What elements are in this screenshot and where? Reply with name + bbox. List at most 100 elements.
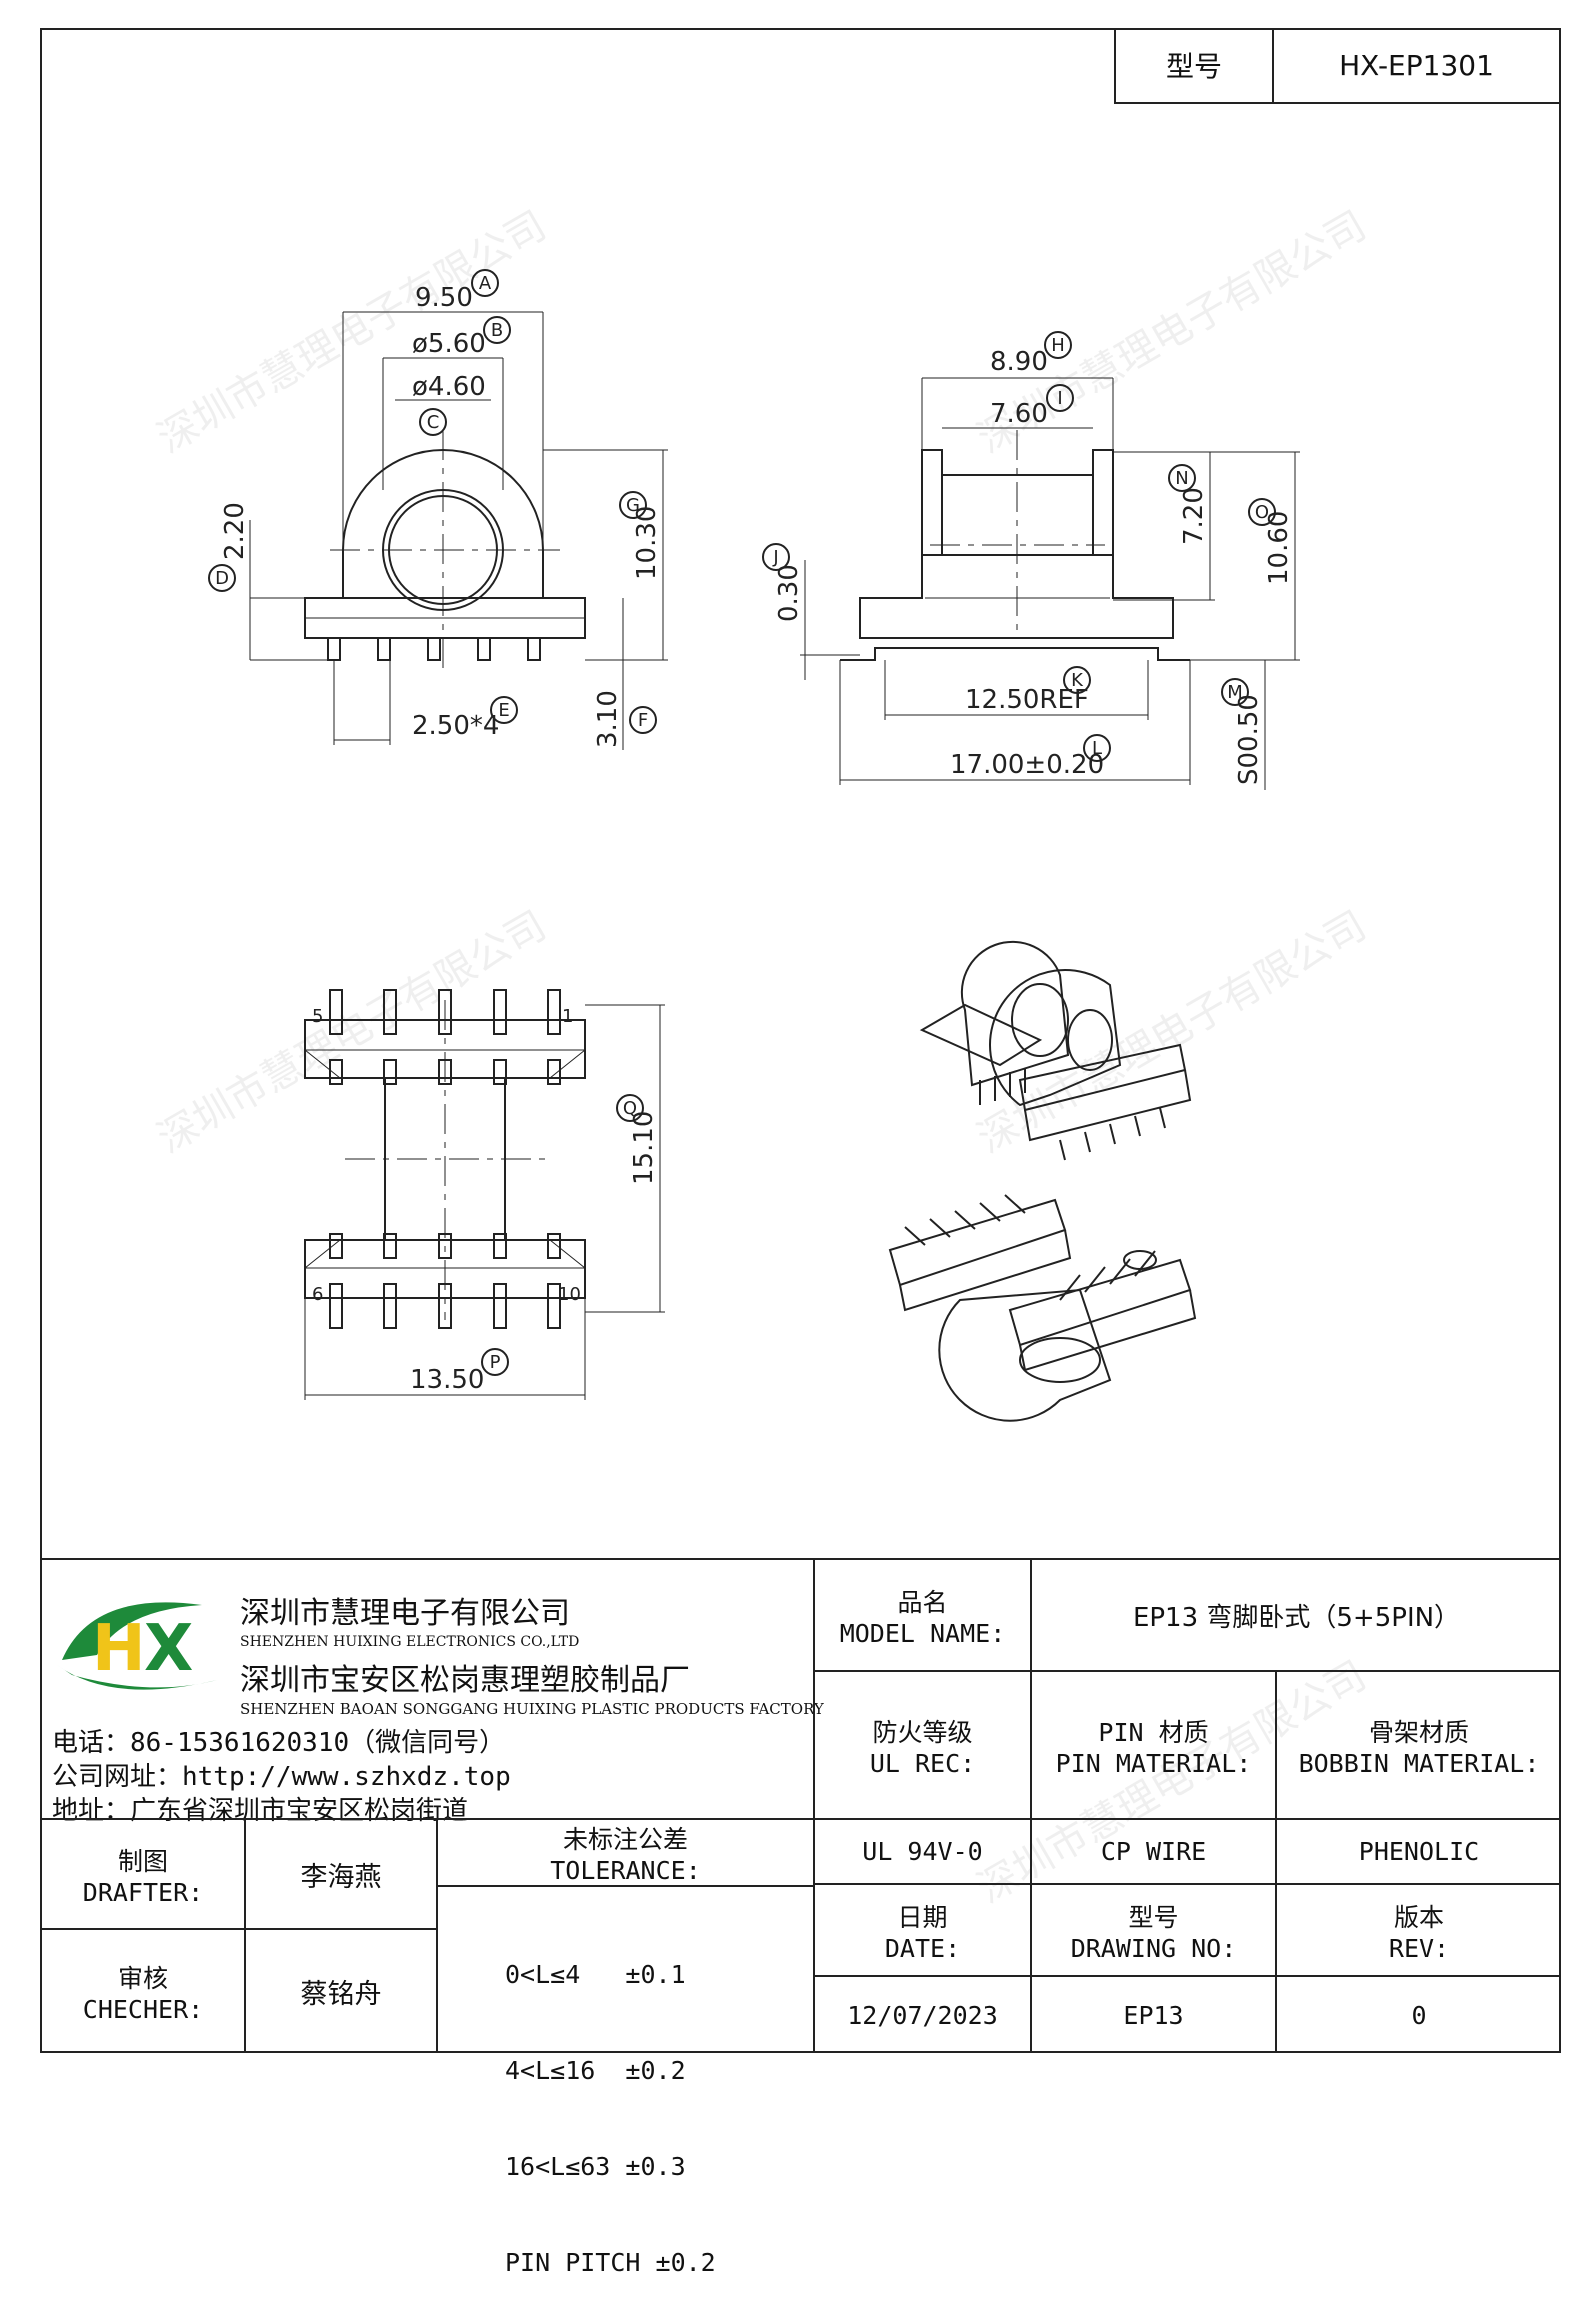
model-label-cell: 型号 bbox=[1116, 28, 1274, 102]
drawing-no-label-cell: 型号 DRAWING NO: bbox=[1032, 1885, 1275, 1975]
dim-h: 8.90 bbox=[990, 347, 1048, 377]
model-header-box: 型号 HX-EP1301 bbox=[1114, 28, 1561, 104]
model-name-label-en: MODEL NAME: bbox=[839, 1618, 1006, 1648]
dim-m: S00.50 bbox=[1234, 694, 1264, 785]
dim-b: ø5.60 bbox=[412, 329, 486, 359]
letter-p: P bbox=[490, 1352, 501, 1373]
tolerance-table: 0<L≤4 ±0.1 4<L≤16 ±0.2 16<L≤63 ±0.3 PIN … bbox=[505, 1895, 716, 2311]
pin-label-6: 6 bbox=[312, 1284, 323, 1305]
letter-h: H bbox=[1051, 335, 1065, 356]
model-name-value: EP13 弯脚卧式（5+5PIN） bbox=[1132, 1602, 1461, 1633]
drawing-no-label-cn: 型号 bbox=[1128, 1902, 1179, 1932]
checker-label-en: CHECHER: bbox=[82, 1995, 204, 2024]
bobbin-material-value: PHENOLIC bbox=[1358, 1837, 1480, 1866]
letter-q: Q bbox=[623, 1098, 637, 1119]
dim-e: 2.50*4 bbox=[412, 711, 499, 741]
ul-rec-value: UL 94V-0 bbox=[862, 1837, 983, 1866]
company-name-en: SHENZHEN HUIXING ELECTRONICS CO.,LTD bbox=[240, 1634, 580, 1650]
title-block-top-line bbox=[40, 1558, 1561, 1560]
company-name-cn: 深圳市慧理电子有限公司 bbox=[240, 1596, 570, 1631]
dim-p: 13.50 bbox=[410, 1365, 484, 1395]
company-address: 地址：广东省深圳市宝安区松岗街道 bbox=[52, 1796, 469, 1826]
drafter-value: 李海燕 bbox=[300, 1861, 382, 1893]
drafter-value-cell: 李海燕 bbox=[246, 1820, 436, 1928]
pin-material-value: CP WIRE bbox=[1100, 1837, 1207, 1866]
model-name-value-cell: EP13 弯脚卧式（5+5PIN） bbox=[1032, 1560, 1561, 1670]
pin-material-label-en: PIN MATERIAL: bbox=[1055, 1748, 1252, 1778]
front-view bbox=[249, 311, 668, 750]
pin-label-5: 5 bbox=[312, 1006, 323, 1027]
date-label-en: DATE: bbox=[884, 1933, 961, 1963]
bobbin-material-value-cell: PHENOLIC bbox=[1277, 1820, 1561, 1883]
pin-material-label-cell: PIN 材质 PIN MATERIAL: bbox=[1032, 1672, 1275, 1818]
drawing-frame bbox=[40, 28, 1561, 2053]
letter-d: D bbox=[215, 568, 229, 589]
checker-label-cn: 审核 bbox=[117, 1964, 168, 1993]
bottom-view bbox=[304, 989, 665, 1400]
rev-value: 0 bbox=[1411, 2000, 1427, 2030]
letter-e: E bbox=[498, 700, 509, 721]
ul-rec-label-en: UL REC: bbox=[869, 1748, 976, 1778]
dim-f: 3.10 bbox=[593, 690, 623, 748]
letter-a: A bbox=[479, 273, 492, 294]
tolerance-label-cn: 未标注公差 bbox=[562, 1825, 688, 1854]
isometric-views bbox=[888, 940, 1197, 1422]
dim-q: 15.10 bbox=[629, 1111, 659, 1185]
dim-j: 0.30 bbox=[774, 564, 804, 622]
drafter-label-cn: 制图 bbox=[117, 1846, 168, 1876]
model-value: HX-EP1301 bbox=[1339, 48, 1494, 82]
date-value: 12/07/2023 bbox=[847, 2000, 998, 2030]
date-value-cell: 12/07/2023 bbox=[815, 1977, 1030, 2053]
side-view bbox=[800, 377, 1300, 790]
letter-g: G bbox=[626, 495, 640, 516]
letter-o: O bbox=[1255, 502, 1269, 523]
tolerance-line: 16<L≤63 ±0.3 bbox=[505, 2152, 686, 2181]
letter-i: I bbox=[1057, 388, 1062, 409]
dim-n: 7.20 bbox=[1179, 487, 1209, 545]
rev-label-cn: 版本 bbox=[1393, 1902, 1444, 1932]
checker-label-cell: 审核 CHECHER: bbox=[42, 1930, 244, 2053]
tolerance-label-en: TOLERANCE: bbox=[550, 1856, 701, 1885]
technical-drawing: 9.50 ø5.60 ø4.60 2.20 2.50*4 3.10 10.30 … bbox=[208, 269, 1300, 1422]
rev-label-en: REV: bbox=[1388, 1933, 1450, 1963]
company-logo: H X bbox=[52, 1585, 222, 1705]
date-label-cn: 日期 bbox=[897, 1902, 948, 1932]
ul-rec-label-cell: 防火等级 UL REC: bbox=[815, 1672, 1030, 1818]
drafter-label-cell: 制图 DRAFTER: bbox=[42, 1820, 244, 1928]
bobbin-material-label-cn: 骨架材质 bbox=[1368, 1717, 1469, 1747]
pin-material-value-cell: CP WIRE bbox=[1032, 1820, 1275, 1883]
rev-value-cell: 0 bbox=[1277, 1977, 1561, 2053]
model-name-label-cn: 品名 bbox=[897, 1587, 948, 1617]
factory-name-cn: 深圳市宝安区松岗惠理塑胶制品厂 bbox=[240, 1663, 690, 1698]
tolerance-line: 4<L≤16 ±0.2 bbox=[505, 2056, 686, 2085]
letter-n: N bbox=[1175, 468, 1188, 489]
dim-c-value: ø4.60 bbox=[412, 372, 486, 402]
letter-c: C bbox=[427, 412, 440, 433]
checker-value: 蔡铭舟 bbox=[300, 1979, 382, 2010]
dim-d: 2.20 bbox=[220, 502, 250, 560]
drawing-no-label-en: DRAWING NO: bbox=[1070, 1933, 1237, 1963]
svg-text:H: H bbox=[92, 1612, 146, 1686]
dim-i: 7.60 bbox=[990, 399, 1048, 429]
model-label: 型号 bbox=[1165, 50, 1222, 83]
tolerance-line: 0<L≤4 ±0.1 bbox=[505, 1960, 686, 1989]
letter-m: M bbox=[1227, 682, 1243, 703]
checker-value-cell: 蔡铭舟 bbox=[246, 1930, 436, 2053]
circled-letters: A B C D E F G H I J K L M N O P Q bbox=[208, 269, 1276, 1376]
pin-label-1: 1 bbox=[562, 1006, 573, 1027]
drawing-no-value: EP13 bbox=[1123, 2000, 1184, 2030]
dim-l: 17.00±0.20 bbox=[950, 750, 1104, 780]
pin-label-10: 10 bbox=[558, 1284, 581, 1305]
letter-l: L bbox=[1092, 738, 1102, 759]
ul-rec-label-cn: 防火等级 bbox=[872, 1717, 973, 1747]
date-label-cell: 日期 DATE: bbox=[815, 1885, 1030, 1975]
factory-name-en: SHENZHEN BAOAN SONGGANG HUIXING PLASTIC … bbox=[240, 1700, 824, 1718]
tolerance-line: PIN PITCH ±0.2 bbox=[505, 2248, 716, 2277]
ul-rec-value-cell: UL 94V-0 bbox=[815, 1820, 1030, 1883]
bobbin-material-label-en: BOBBIN MATERIAL: bbox=[1298, 1748, 1540, 1778]
letter-f: F bbox=[638, 710, 648, 731]
letter-b: B bbox=[491, 320, 503, 341]
rev-label-cell: 版本 REV: bbox=[1277, 1885, 1561, 1975]
svg-text:X: X bbox=[144, 1612, 193, 1686]
drafter-label-en: DRAFTER: bbox=[82, 1877, 204, 1907]
